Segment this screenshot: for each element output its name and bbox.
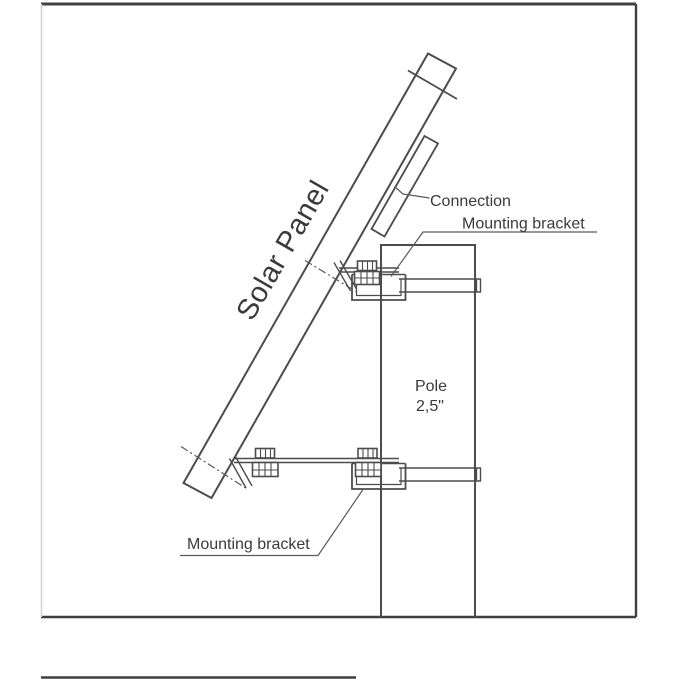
solar-panel (182, 52, 458, 500)
upper-bolt-nut-facets (354, 271, 380, 285)
upper-band-end-cap (475, 279, 482, 292)
lower-left-bolt-nut-facets (252, 462, 278, 477)
lower-left-bolt-head-facets (259, 448, 272, 458)
pole (380, 244, 476, 617)
upper-mounting-bracket (304, 259, 482, 301)
lower-clamp-band (399, 467, 481, 482)
lower-bracket-body (351, 463, 407, 490)
lower-mounting-bracket (180, 445, 482, 491)
upper-bracket-body (351, 274, 407, 301)
pole-outline (380, 244, 476, 617)
mounting-bracket-bottom-leader (180, 489, 364, 557)
connection-bar (370, 134, 440, 238)
lower-band-end-cap (475, 468, 482, 481)
mounting-bracket-top-label: Mounting bracket (462, 216, 585, 233)
pole-label-line2: 2,5" (416, 398, 444, 415)
lower-centerline (180, 445, 249, 491)
pole-label-line1: Pole (415, 378, 447, 395)
upper-bracket-inner (355, 278, 402, 297)
lower-panel-angle (228, 456, 253, 489)
panel-outline (182, 52, 458, 500)
solar-panel-label: Solar Panel (230, 175, 335, 326)
connection-leader (394, 186, 430, 199)
panel-break-line (407, 69, 458, 100)
lower-right-bolt-nut-facets (355, 462, 381, 477)
connection-label: Connection (430, 193, 511, 210)
drawing-border (40, 2, 638, 679)
mounting-bracket-top-leader (390, 231, 597, 277)
lower-right-bolt-head-facets (362, 448, 374, 458)
upper-bolt-head-facets (361, 261, 374, 271)
mounting-bracket-bottom-label: Mounting bracket (187, 536, 310, 553)
connection-bar-outline (370, 134, 440, 238)
upper-clamp-band (399, 278, 481, 293)
leader-lines (180, 186, 597, 557)
